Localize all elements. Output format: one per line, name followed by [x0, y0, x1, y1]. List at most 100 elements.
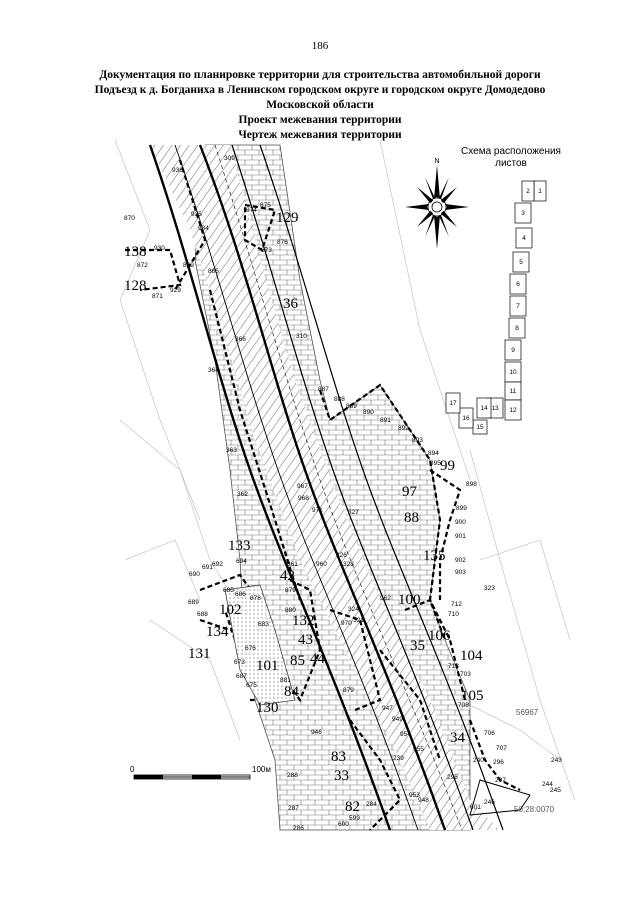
point-label: 872: [137, 262, 148, 269]
parcel-label: 43: [298, 632, 313, 648]
parcel-label: 101: [256, 658, 279, 674]
point-label: 946: [311, 729, 322, 736]
point-label: 284: [366, 801, 377, 808]
sheet-box-5: 5: [512, 251, 530, 273]
parcel-label: 104: [460, 648, 483, 664]
point-label: 962: [380, 595, 391, 602]
point-label: 246: [484, 799, 495, 806]
point-label: 366: [235, 336, 246, 343]
point-label: 929: [170, 287, 181, 294]
sheet-box-11: 11: [504, 381, 522, 401]
parcel-label: 106: [428, 628, 451, 644]
point-label: 881: [280, 677, 291, 684]
title-line-5: Чертеж межевания территории: [238, 129, 402, 141]
point-label: 949: [392, 716, 403, 723]
scale-bar-end-label: 100м: [252, 765, 271, 774]
sheet-number: 3: [521, 210, 525, 217]
sheet-box-2: 2: [521, 180, 535, 202]
parcel-label: 131: [188, 646, 211, 662]
point-label: 879: [343, 687, 354, 694]
point-label: 323: [484, 585, 495, 592]
sheet-number: 12: [509, 407, 517, 414]
sheet-number: 13: [491, 405, 499, 412]
point-label: 600: [338, 821, 349, 828]
parcel-label: 100: [398, 592, 421, 608]
point-label: 297: [495, 777, 506, 784]
point-label: 892: [398, 425, 409, 432]
parcel-label: 85: [290, 653, 305, 669]
point-label: 869: [183, 262, 194, 269]
point-label: 361: [287, 561, 298, 568]
point-label: 879: [285, 587, 296, 594]
point-label: 890: [363, 409, 374, 416]
sheet-number: 14: [480, 405, 488, 412]
point-label: 239: [393, 755, 404, 762]
point-label: 713: [448, 663, 459, 670]
sheet-box-10: 10: [504, 361, 522, 383]
point-label: 902: [455, 557, 466, 564]
title-line-4: Проект межевания территории: [238, 114, 402, 126]
point-label: 903: [455, 569, 466, 576]
point-label: 707: [496, 745, 507, 752]
sheet-box-1: 1: [533, 180, 547, 202]
sheet-box-9: 9: [504, 339, 522, 361]
road-corridor-hatch: [150, 145, 500, 830]
point-label: 243: [551, 757, 562, 764]
sheet-number: 15: [476, 424, 484, 431]
point-label: 324: [348, 606, 359, 613]
point-label: 688: [197, 611, 208, 618]
point-label: 694: [236, 558, 247, 565]
point-label: 240: [473, 757, 484, 764]
sheet-number: 6: [516, 281, 520, 288]
parcel-label: 138: [124, 244, 147, 260]
compass-north-label: N: [434, 158, 439, 165]
road-lines: [148, 144, 504, 831]
point-label: 878: [250, 595, 261, 602]
point-label: 686: [235, 591, 246, 598]
parcel-label: 36: [283, 296, 299, 312]
point-label: 895: [430, 460, 441, 467]
sheet-box-7: 7: [509, 295, 527, 317]
parcel-label: 128: [124, 278, 147, 294]
point-label: 676: [245, 645, 256, 652]
lower-right-parcel: [469, 779, 531, 816]
parcel-label: 135: [423, 548, 446, 564]
point-label: 599: [349, 815, 360, 822]
point-label: 601: [470, 804, 481, 811]
point-label: 948: [418, 797, 429, 804]
scale-bar: 0 100м: [130, 765, 271, 780]
point-label: 286: [293, 825, 304, 832]
point-label: 894: [428, 450, 439, 457]
point-label: 327: [348, 509, 359, 516]
parcel-label: 88: [404, 510, 419, 526]
point-label: 288: [287, 772, 298, 779]
sheet-number: 9: [511, 347, 515, 354]
parcel-labels: 1291381283699978813513310010610410510213…: [124, 210, 484, 815]
point-label: 245: [550, 787, 561, 794]
point-label: 363: [226, 447, 237, 454]
point-label: 364: [208, 367, 219, 374]
point-label: 960: [316, 561, 327, 568]
point-label: 871: [152, 293, 163, 300]
parcel-label: 84: [284, 684, 300, 700]
point-label: 708: [458, 702, 469, 709]
parcel-label: 99: [440, 458, 455, 474]
point-label: 899: [456, 505, 467, 512]
point-label: 947: [382, 705, 393, 712]
sheet-number: 5: [519, 259, 523, 266]
point-label: 935: [191, 211, 202, 218]
point-label: 954: [400, 731, 411, 738]
point-label: 873: [261, 247, 272, 254]
scale-bar-start-label: 0: [130, 765, 135, 774]
document-title: Документация по планировке территории дл…: [60, 68, 580, 143]
point-label: 971: [312, 507, 323, 514]
point-label: 898: [466, 481, 477, 488]
point-label: 326: [336, 552, 347, 559]
sheet-number: 17: [449, 400, 457, 407]
sheet-number: 2: [526, 188, 530, 195]
parcel-label: 82: [345, 799, 360, 815]
sheet-box-17: 17: [445, 392, 461, 414]
page-number: 186: [311, 40, 329, 52]
